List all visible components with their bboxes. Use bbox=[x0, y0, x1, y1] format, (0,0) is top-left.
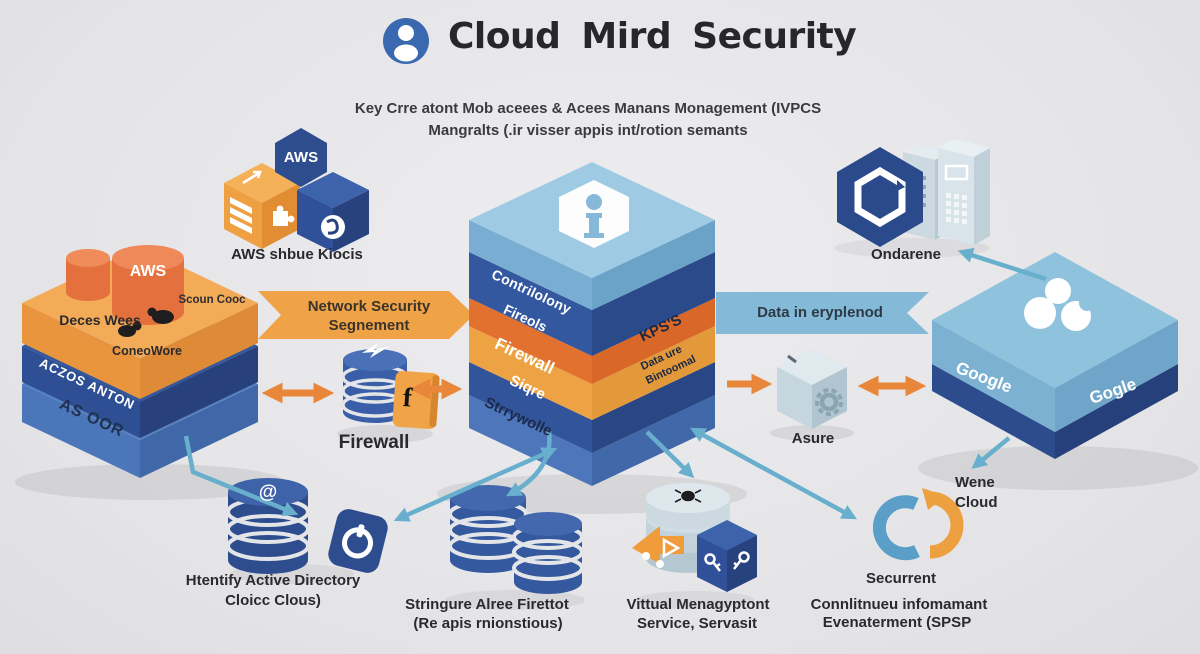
aws-blocks-icons bbox=[224, 128, 369, 252]
subtitle-line2: Mangralts (.ir visser appis int/rotion s… bbox=[428, 122, 748, 139]
identity-db-icon bbox=[226, 478, 388, 574]
aws-blocks-caption: AWS shbue Kiocis bbox=[231, 246, 363, 263]
arrows-icon bbox=[242, 170, 262, 185]
asure-caption: Asure bbox=[791, 430, 835, 447]
securrent-title: Securrent bbox=[865, 570, 937, 587]
info-icon bbox=[559, 180, 629, 248]
banner-right-text: Data in eryplenod bbox=[757, 304, 883, 321]
wene-line2: Cloud bbox=[955, 494, 998, 511]
google-cube bbox=[932, 252, 1178, 459]
left-stack-label-right: Scoun Cooc bbox=[178, 294, 246, 306]
banner-left-line1: Network Security bbox=[307, 298, 431, 315]
firewall-plate bbox=[392, 371, 440, 429]
virtual-caption1: Vittual Menagyptont bbox=[626, 596, 770, 613]
left-stack-label-left: Deces Wees bbox=[59, 312, 141, 328]
securrent-caption1: Connlitnueu infomamant bbox=[810, 596, 988, 613]
cluster-icon bbox=[1024, 278, 1095, 331]
bird-icons bbox=[118, 307, 174, 337]
banner-network-segment bbox=[258, 291, 474, 339]
stringure-caption1: Stringure Alree Firettot bbox=[405, 596, 569, 613]
wene-line1: Wene bbox=[955, 474, 995, 491]
center-stack bbox=[469, 162, 715, 486]
banner-data-encrypted bbox=[716, 292, 929, 334]
page-title: Cloud Mird Security bbox=[448, 16, 857, 57]
virtual-caption2: Service, Servasit bbox=[636, 615, 758, 632]
lightning-icon bbox=[362, 343, 390, 358]
aws-hex-label: AWS bbox=[283, 149, 319, 166]
identity-caption2: Cloicc Clous) bbox=[225, 592, 321, 609]
shield-hexagon-icon bbox=[837, 147, 923, 247]
stringure-caption2: (Re apis rnionstious) bbox=[413, 615, 563, 632]
securrent-caption2: Evenaterment (SPSP bbox=[822, 614, 972, 631]
banner-left-line2: Segnement bbox=[328, 317, 410, 334]
gear-icon bbox=[815, 388, 843, 416]
teal-arrows bbox=[183, 247, 1047, 522]
identity-caption1: Htentify Active Directory bbox=[185, 572, 361, 589]
ondarene-caption: Ondarene bbox=[870, 246, 942, 263]
sync-icon bbox=[872, 488, 964, 561]
asure-cube bbox=[777, 349, 847, 429]
aws-cylinders bbox=[66, 245, 184, 325]
aws-cylinder-label: AWS bbox=[129, 263, 167, 280]
power-badge-icon bbox=[328, 509, 388, 573]
at-icon: @ bbox=[258, 482, 278, 503]
aws-hexagon bbox=[275, 128, 327, 187]
firewall-caption: Firewall bbox=[338, 432, 410, 453]
swirl-icon bbox=[321, 215, 345, 239]
orange-arrow-icon bbox=[632, 526, 684, 568]
left-stack bbox=[22, 245, 258, 478]
person-icon bbox=[383, 18, 429, 64]
left-stack-label-bottom: ConeoWore bbox=[112, 344, 182, 358]
key-cube-icon bbox=[697, 520, 757, 592]
orange-arrows bbox=[261, 373, 927, 404]
subtitle-line1: Key Crre atont Mob aceees & Acees Manans… bbox=[354, 100, 822, 117]
